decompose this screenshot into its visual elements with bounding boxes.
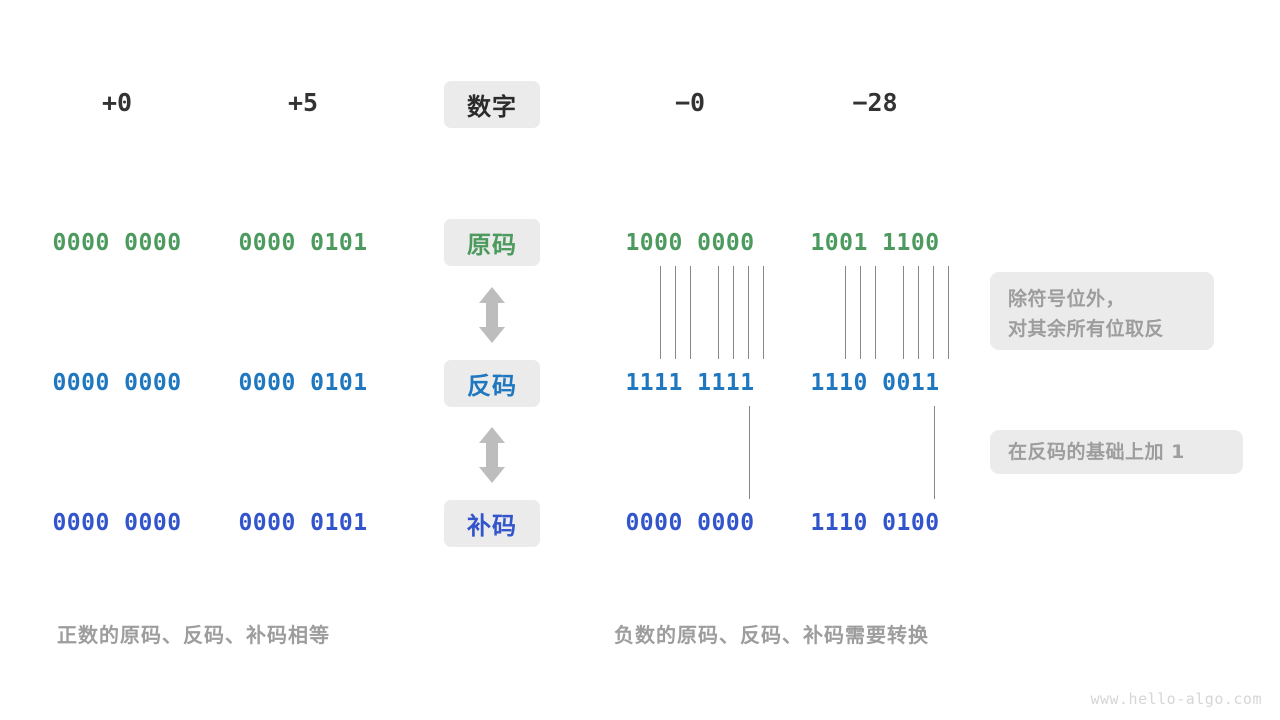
double-arrow-icon-top <box>477 287 507 347</box>
cell-ones-complement-minus-28: 1110 0011 <box>810 370 940 396</box>
row-label-number[interactable]: 数字 <box>444 81 540 128</box>
connector-line <box>733 266 734 359</box>
column-header-plus-zero: +0 <box>101 88 133 117</box>
connector-line <box>860 266 861 359</box>
caption-positive: 正数的原码、反码、补码相等 <box>57 623 330 647</box>
connector-line <box>903 266 904 359</box>
watermark-url: www.hello-algo.com <box>1090 690 1262 708</box>
connector-line <box>933 266 934 359</box>
connector-line <box>845 266 846 359</box>
connector-line <box>763 266 764 359</box>
connector-line <box>934 406 935 499</box>
connector-line <box>690 266 691 359</box>
cell-ones-complement-plus-zero: 0000 0000 <box>52 370 182 396</box>
connector-line <box>948 266 949 359</box>
cell-sign-magnitude-plus-zero: 0000 0000 <box>52 230 182 256</box>
note-add-one: 在反码的基础上加 1 <box>990 430 1243 474</box>
connector-line <box>675 266 676 359</box>
row-label-twos-complement[interactable]: 补码 <box>444 500 540 547</box>
connector-line <box>918 266 919 359</box>
connector-line <box>875 266 876 359</box>
cell-ones-complement-minus-zero: 1111 1111 <box>625 370 755 396</box>
row-label-ones-complement[interactable]: 反码 <box>444 360 540 407</box>
cell-sign-magnitude-minus-zero: 1000 0000 <box>625 230 755 256</box>
cell-twos-complement-minus-zero: 0000 0000 <box>625 510 755 536</box>
double-arrow-icon-bottom <box>477 427 507 487</box>
caption-negative: 负数的原码、反码、补码需要转换 <box>614 623 929 647</box>
cell-twos-complement-plus-five: 0000 0101 <box>238 510 368 536</box>
connector-line <box>748 266 749 359</box>
cell-twos-complement-plus-zero: 0000 0000 <box>52 510 182 536</box>
cell-sign-magnitude-plus-five: 0000 0101 <box>238 230 368 256</box>
column-header-plus-five: +5 <box>287 88 319 117</box>
connector-line <box>660 266 661 359</box>
row-label-sign-magnitude[interactable]: 原码 <box>444 219 540 266</box>
cell-sign-magnitude-minus-28: 1001 1100 <box>810 230 940 256</box>
column-header-minus-zero: −0 <box>674 88 706 117</box>
connector-line <box>749 406 750 499</box>
column-header-minus-28: −28 <box>852 88 898 117</box>
cell-ones-complement-plus-five: 0000 0101 <box>238 370 368 396</box>
connector-line <box>718 266 719 359</box>
note-invert-bits: 除符号位外， 对其余所有位取反 <box>990 272 1214 350</box>
cell-twos-complement-minus-28: 1110 0100 <box>810 510 940 536</box>
